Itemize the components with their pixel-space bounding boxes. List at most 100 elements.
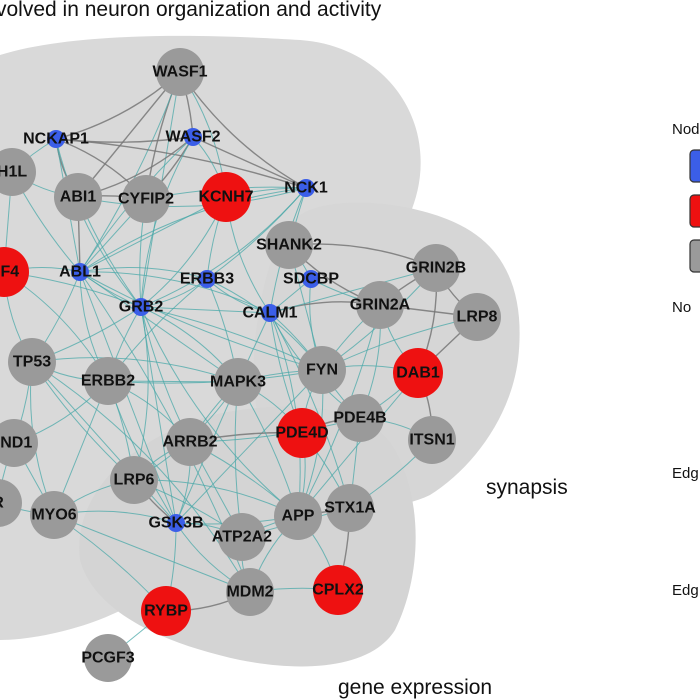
node-nckap1[interactable]: NCKAP1 <box>23 130 89 148</box>
node-r[interactable]: R <box>0 479 22 527</box>
edge-mapk3-tp53 <box>31 357 239 383</box>
node-label-rybp: RYBP <box>144 603 188 620</box>
node-circle-ind1 <box>0 419 38 467</box>
edge-abl1-fyn <box>79 271 323 371</box>
node-atp2a2[interactable]: ATP2A2 <box>212 513 272 561</box>
node-circle-grin2a <box>356 281 404 329</box>
node-grin2b[interactable]: GRIN2B <box>406 244 466 292</box>
node-label-erbb3: ERBB3 <box>180 271 234 288</box>
node-circle-wasf1 <box>156 48 204 96</box>
legend-node-title: Nod <box>672 121 700 138</box>
node-circle-h1l <box>0 148 36 196</box>
legend-edge-title: Edg <box>672 465 699 482</box>
node-gsk3b[interactable]: GSK3B <box>148 514 204 532</box>
legend: Nod No Edg Edg <box>672 121 700 599</box>
node-pde4b[interactable]: PDE4B <box>333 394 387 442</box>
node-erbb3[interactable]: ERBB3 <box>180 270 234 288</box>
node-pde4d[interactable]: PDE4D <box>275 408 329 458</box>
edge-abl1-erbb3 <box>79 267 208 280</box>
legend-node-size-title: No <box>672 299 691 316</box>
node-tp53[interactable]: TP53 <box>8 338 56 386</box>
node-wasf1[interactable]: WASF1 <box>152 48 208 96</box>
edge-fyn-gsk3b <box>175 369 323 524</box>
node-circle-abi1 <box>54 173 102 221</box>
node-ind1[interactable]: IND1 <box>0 419 38 467</box>
node-label-grin2a: GRIN2A <box>350 297 411 314</box>
node-label-wasf2: WASF2 <box>165 129 220 146</box>
node-circle-wasf2 <box>184 128 202 146</box>
node-wasf2[interactable]: WASF2 <box>165 128 221 146</box>
node-circle-nck1 <box>297 179 315 197</box>
node-cf4[interactable]: CF4 <box>0 247 29 297</box>
edge-grb2-app <box>140 306 299 517</box>
node-dab1[interactable]: DAB1 <box>393 348 443 398</box>
node-circle-nckap1 <box>47 130 65 148</box>
node-kcnh7[interactable]: KCNH7 <box>198 172 254 222</box>
edge-grb2-calm1 <box>140 306 271 314</box>
node-shank2[interactable]: SHANK2 <box>256 221 322 269</box>
node-nck1[interactable]: NCK1 <box>284 179 328 197</box>
node-label-itsn1: ITSN1 <box>409 432 454 449</box>
node-h1l[interactable]: H1L <box>0 148 36 196</box>
node-circle-rybp <box>141 586 191 636</box>
node-label-h1l: H1L <box>0 164 27 181</box>
node-circle-erbb3 <box>198 270 216 288</box>
node-lrp6[interactable]: LRP6 <box>110 456 158 504</box>
node-abl1[interactable]: ABL1 <box>59 263 101 281</box>
node-label-app: APP <box>282 508 315 525</box>
node-rybp[interactable]: RYBP <box>141 586 191 636</box>
node-label-grb2: GRB2 <box>119 299 164 316</box>
node-stx1a[interactable]: STX1A <box>324 484 376 532</box>
node-erbb2[interactable]: ERBB2 <box>81 357 135 405</box>
region-label-synapsis: synapsis <box>486 476 568 499</box>
node-label-nck1: NCK1 <box>284 180 328 197</box>
node-cplx2[interactable]: CPLX2 <box>312 565 364 615</box>
node-label-mapk3: MAPK3 <box>210 374 266 391</box>
node-label-pde4b: PDE4B <box>333 410 386 427</box>
node-circle-calm1 <box>261 304 279 322</box>
node-pcgf3[interactable]: PCGF3 <box>81 634 135 682</box>
node-cyfip2[interactable]: CYFIP2 <box>118 175 174 223</box>
node-grin2a[interactable]: GRIN2A <box>350 281 411 329</box>
node-grb2[interactable]: GRB2 <box>119 298 164 316</box>
node-circle-mdm2 <box>226 568 274 616</box>
node-calm1[interactable]: CALM1 <box>242 304 298 322</box>
legend-swatch-gray <box>689 239 700 273</box>
node-myo6[interactable]: MYO6 <box>30 491 78 539</box>
node-sdcbp[interactable]: SDCBP <box>283 270 339 288</box>
node-mapk3[interactable]: MAPK3 <box>210 358 266 406</box>
node-circle-pde4d <box>277 408 327 458</box>
node-arrb2[interactable]: ARRB2 <box>162 418 218 466</box>
node-label-pde4d: PDE4D <box>275 425 328 442</box>
edge-abi1-nck1 <box>77 187 307 208</box>
edge-abl1-gsk3b <box>79 271 177 524</box>
node-lrp8[interactable]: LRP8 <box>453 293 501 341</box>
node-circle-fyn <box>298 346 346 394</box>
node-mdm2[interactable]: MDM2 <box>226 568 274 616</box>
node-label-cf4: CF4 <box>0 264 19 281</box>
node-label-myo6: MYO6 <box>31 507 76 524</box>
node-circle-cyfip2 <box>122 175 170 223</box>
node-label-grin2b: GRIN2B <box>406 260 466 277</box>
region-label-gene-expression: gene expression <box>338 676 492 699</box>
node-circle-cplx2 <box>313 565 363 615</box>
node-circle-sdcbp <box>302 270 320 288</box>
legend-swatch-blue <box>689 149 700 183</box>
node-circle-atp2a2 <box>218 513 266 561</box>
node-fyn[interactable]: FYN <box>298 346 346 394</box>
node-circle-kcnh7 <box>201 172 251 222</box>
diagram-title: volved in neuron organization and activi… <box>0 0 382 21</box>
node-label-arrb2: ARRB2 <box>162 434 217 451</box>
node-circle-itsn1 <box>408 416 456 464</box>
node-label-cyfip2: CYFIP2 <box>118 191 174 208</box>
node-app[interactable]: APP <box>274 492 322 540</box>
node-itsn1[interactable]: ITSN1 <box>408 416 456 464</box>
node-abi1[interactable]: ABI1 <box>54 173 102 221</box>
node-label-mdm2: MDM2 <box>226 584 273 601</box>
node-circle-arrb2 <box>166 418 214 466</box>
node-label-kcnh7: KCNH7 <box>198 189 253 206</box>
node-circle-cf4 <box>0 247 29 297</box>
edge-nck1-erbb3 <box>206 187 307 280</box>
